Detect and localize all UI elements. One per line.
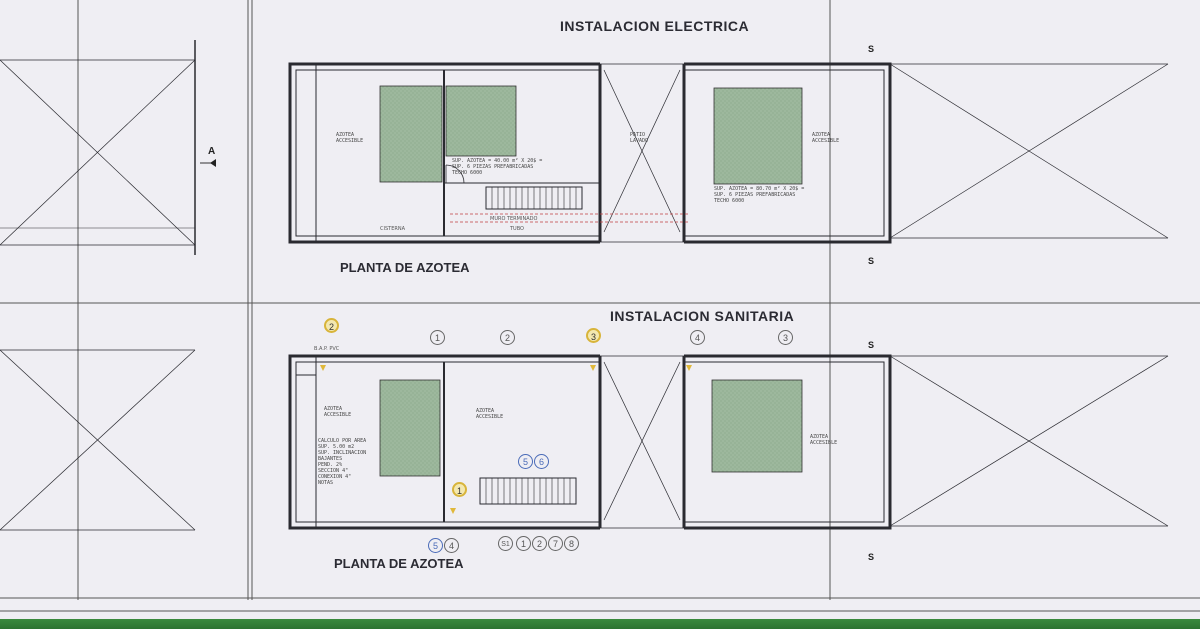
pipe-bubble: 2 <box>532 536 547 551</box>
pipe-bubble: 7 <box>548 536 563 551</box>
label-azotea-right-sanitaria: AZOTEA ACCESIBLE <box>810 434 838 446</box>
pipe-bubble: 2 <box>500 330 515 345</box>
hatch-area <box>711 379 803 473</box>
label-azotea-mid-sanitaria: AZOTEA ACCESIBLE <box>476 408 504 420</box>
label-azotea-left-sanitaria: AZOTEA ACCESIBLE <box>324 406 352 418</box>
section-s-bottom: S <box>868 340 875 350</box>
label-tubo: TUBO <box>510 226 524 232</box>
caption-planta-azotea-bottom: PLANTA DE AZOTEA <box>334 556 464 571</box>
label-muro-terminado: MURO TERMINADO <box>490 216 538 222</box>
frame-lines <box>0 0 1200 612</box>
label-sup-azotea-1: SUP. AZOTEA = 40.00 m² X 20$ = SUP. 6 PI… <box>452 158 543 176</box>
section-s-top: S <box>868 44 875 54</box>
pipe-bubble: 4 <box>444 538 459 553</box>
label-patio-lavado: PATIO LAVADO <box>630 132 649 144</box>
hatch-area <box>379 85 443 183</box>
pipe-bubble: 5 <box>518 454 533 469</box>
label-calculation-notes: CALCULO POR AREA SUP. 5.00 m2 SUP. INCLI… <box>318 438 367 486</box>
title-instalacion-electrica: INSTALACION ELECTRICA <box>560 18 750 34</box>
pipe-bubble: 3 <box>586 328 601 343</box>
pipe-bubble: S1 <box>498 536 513 551</box>
label-bap: B.A.P. PVC <box>314 346 340 352</box>
caption-planta-azotea-top: PLANTA DE AZOTEA <box>340 260 470 275</box>
hatch-area <box>445 85 517 157</box>
pipe-bubble: 1 <box>516 536 531 551</box>
electrica-plan <box>0 40 1169 255</box>
pipe-bubble: 1 <box>452 482 467 497</box>
green-ground-strip <box>0 619 1200 629</box>
section-s-top-bottom: S <box>868 256 875 266</box>
sanitaria-plan <box>0 349 1169 532</box>
section-s-bottom-bottom: S <box>868 552 875 562</box>
pipe-bubble: 5 <box>428 538 443 553</box>
pipe-bubble: 2 <box>324 318 339 333</box>
pipe-bubble: 1 <box>430 330 445 345</box>
section-marker-a: A <box>208 146 216 157</box>
pipe-bubble: 6 <box>534 454 549 469</box>
label-azotea-left-electrica: AZOTEA ACCESIBLE <box>336 132 364 144</box>
label-sup-azotea-2: SUP. AZOTEA = 80.70 m² X 20$ = SUP. 6 PI… <box>714 186 805 204</box>
pipe-bubble: 3 <box>778 330 793 345</box>
pipe-bubble: 8 <box>564 536 579 551</box>
label-cisterna: CISTERNA <box>380 226 405 232</box>
hatch-area <box>713 87 803 185</box>
hatch-area <box>379 379 441 477</box>
label-azotea-right-electrica: AZOTEA ACCESIBLE <box>812 132 840 144</box>
pipe-bubble: 4 <box>690 330 705 345</box>
title-instalacion-sanitaria: INSTALACION SANITARIA <box>610 308 795 324</box>
